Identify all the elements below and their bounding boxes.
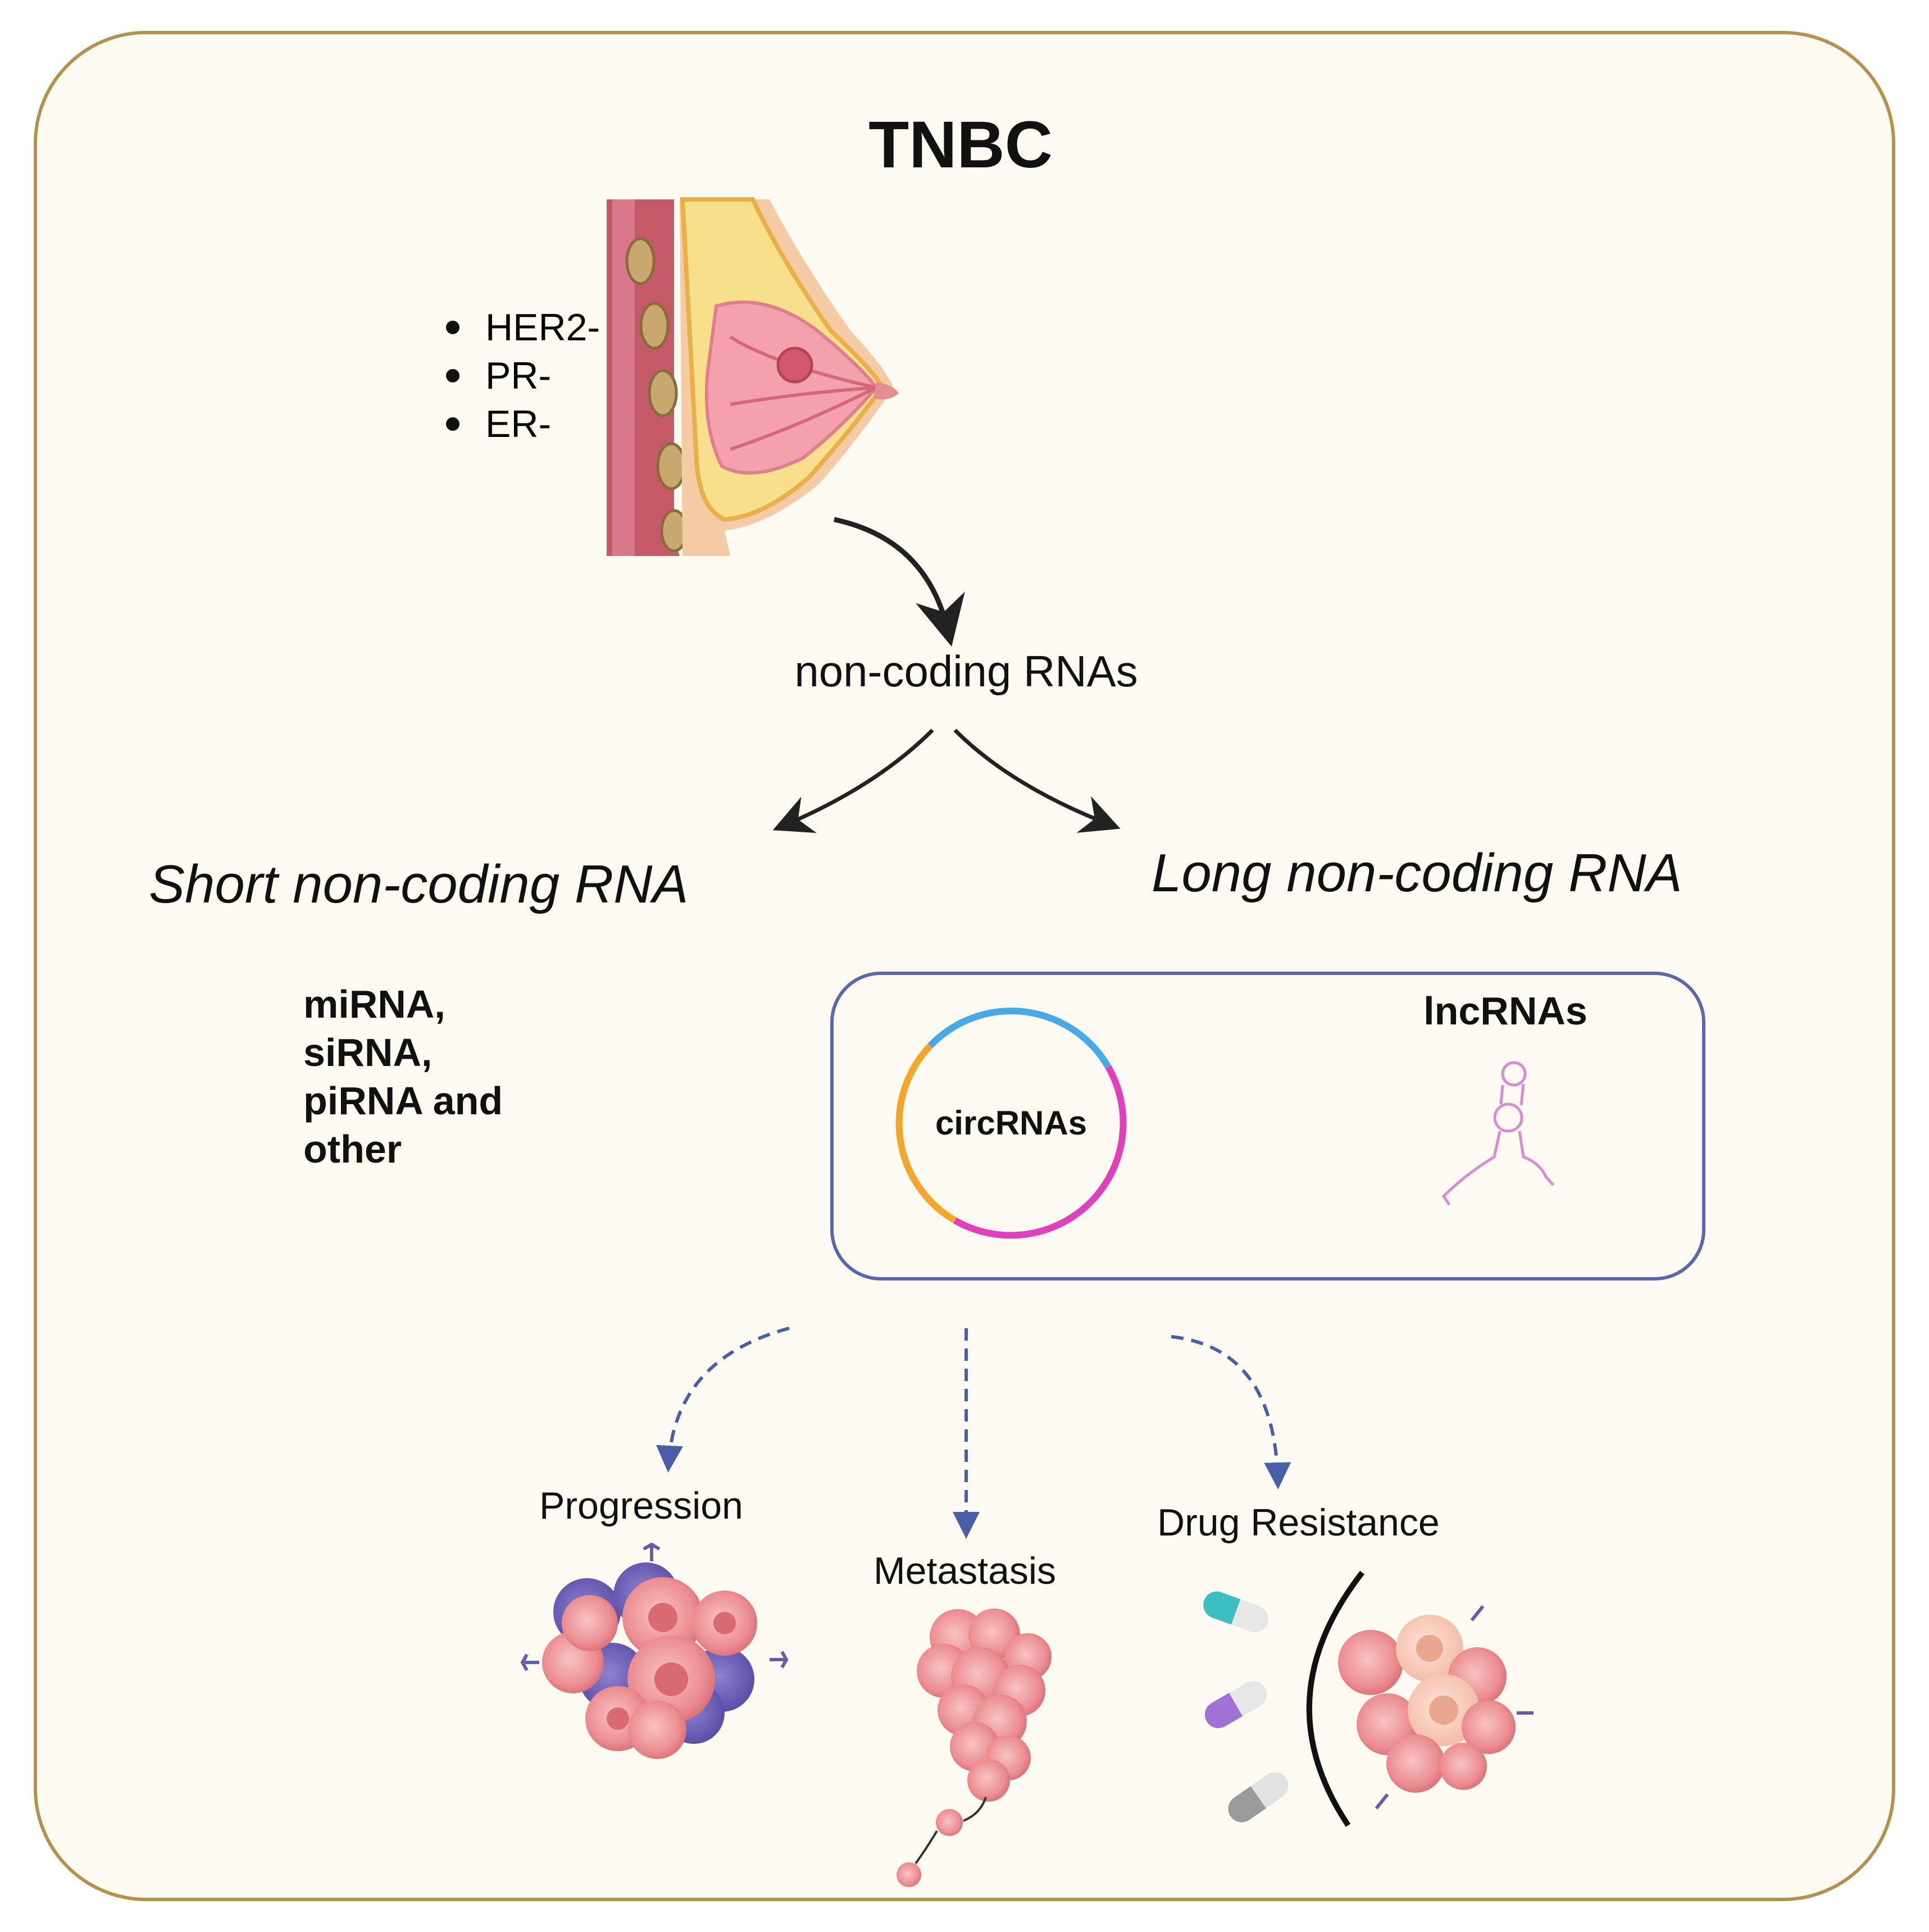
diagram-panel: [34, 31, 1895, 1901]
diagram-title: TNBC: [868, 108, 1053, 182]
marker-her2: HER2-: [438, 303, 600, 352]
short-item-mirna: miRNA,: [303, 982, 445, 1026]
tumor-cluster-icon: [520, 1542, 789, 1759]
arrow-to-progression: [656, 1327, 790, 1473]
circrna-label: circRNAs: [935, 1104, 1088, 1142]
lncrna-label: lncRNAs: [1423, 989, 1587, 1033]
arrow-to-long: [953, 728, 1121, 833]
outcome-progression: Progression: [539, 1484, 743, 1527]
short-item-pirna: piRNA and: [303, 1079, 503, 1123]
arrow-to-drug-resistance: [1171, 1335, 1291, 1489]
long-ncrna-heading: Long non-coding RNA: [1152, 843, 1682, 903]
marker-er: ER-: [438, 400, 600, 448]
arrow-to-ncrna: [834, 517, 965, 647]
long-ncrna-box: [830, 972, 1705, 1281]
outcome-drug-resistance: Drug Resistance: [1157, 1501, 1440, 1544]
ncrna-node: non-coding RNAs: [794, 646, 1138, 696]
capsule-icon: [1203, 1591, 1289, 1822]
lncrna-hairpin-icon: [1441, 1061, 1554, 1206]
short-item-other: other: [303, 1127, 402, 1171]
metastasis-cells-icon: [897, 1609, 1052, 1887]
short-ncrna-list: miRNA, siRNA, piRNA and other: [303, 980, 503, 1173]
receptor-marker-list: HER2- PR- ER-: [438, 303, 600, 448]
outcome-metastasis: Metastasis: [873, 1550, 1056, 1592]
short-item-sirna: siRNA,: [303, 1031, 433, 1074]
tumor-barrier-icon: [1306, 1570, 1534, 1827]
marker-pr: PR-: [438, 352, 600, 400]
short-ncrna-heading: Short non-coding RNA: [149, 854, 689, 914]
breast-anatomy-icon: [607, 197, 899, 556]
arrow-to-short: [772, 728, 934, 833]
circrna-icon: [895, 1008, 1127, 1239]
